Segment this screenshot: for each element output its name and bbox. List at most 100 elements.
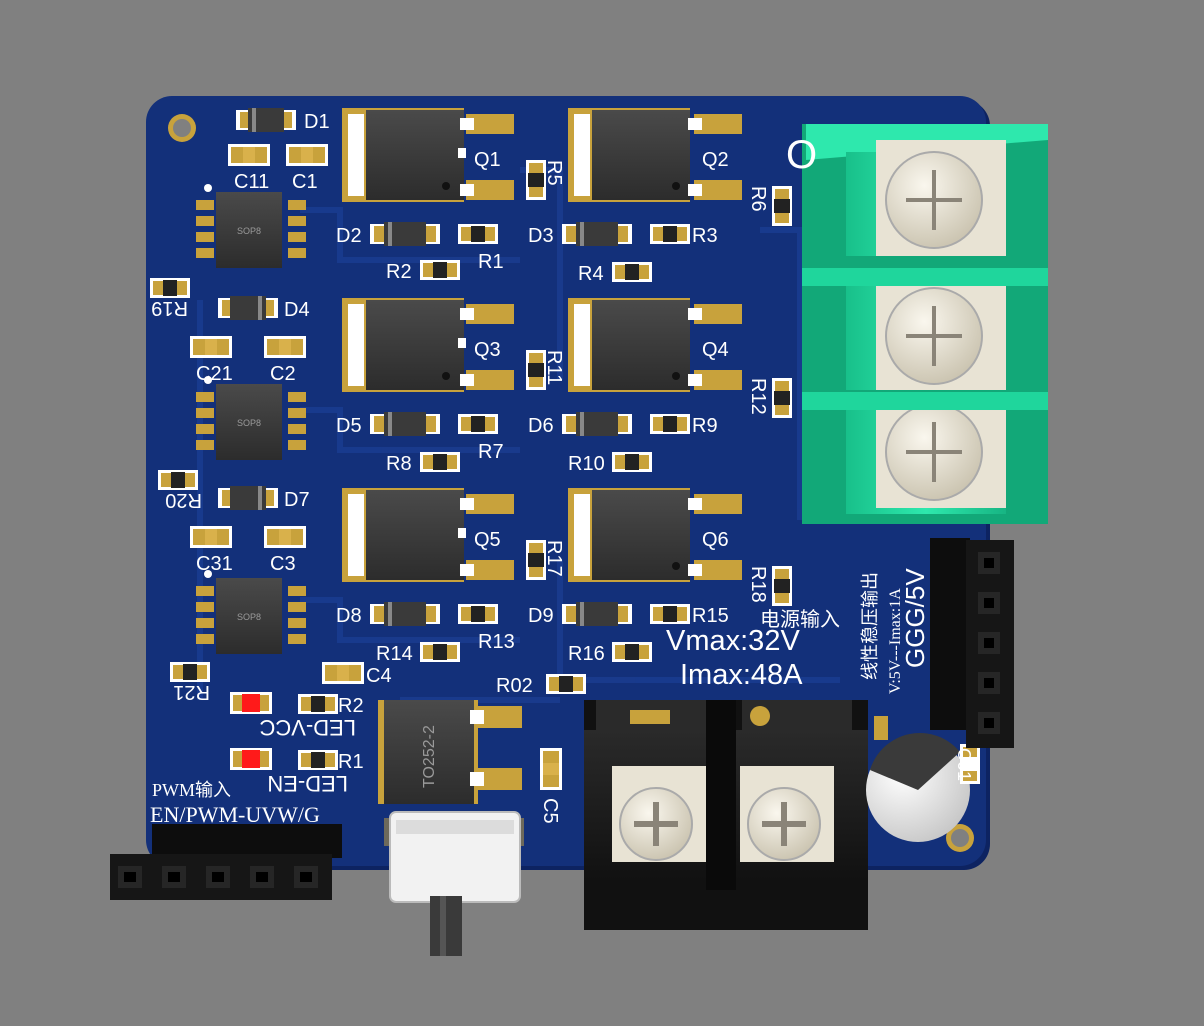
cap-c01: C01 xyxy=(954,744,980,784)
resistor-r20: R20 xyxy=(158,470,202,511)
regulator: TO252-2 xyxy=(378,700,522,804)
mosfet-label: Q4 xyxy=(702,339,729,361)
pwm-input: PWM输入 EN/PWM-UVW/G xyxy=(110,780,342,900)
output-terminal-label: O xyxy=(786,133,817,177)
power-input-terminal xyxy=(584,700,868,930)
diode-group: D1 D2 D3 D4 D5 D6 D7 xyxy=(218,108,632,627)
driver-u2: SOP8 xyxy=(196,376,306,460)
mosfet-label: Q2 xyxy=(702,149,729,171)
passive-group: R1 R2 R3 R4 R5 R6 R7 R8 xyxy=(150,144,792,824)
diode-d3: D3 xyxy=(528,222,632,247)
diode-label: D1 xyxy=(304,111,330,133)
resistor-label: R20 xyxy=(165,489,202,511)
pwm-input-title: PWM输入 xyxy=(152,780,231,800)
cap-label: C31 xyxy=(196,553,233,575)
resistor-r2-led: R2 xyxy=(298,694,364,717)
mosfet-q4: Q4 xyxy=(568,298,742,392)
diode-label: D5 xyxy=(336,415,362,437)
regulator-label: TO252-2 xyxy=(421,725,438,788)
mosfet-q5: Q5 xyxy=(342,488,514,582)
mosfet-q1: Q1 xyxy=(342,108,514,202)
resistor-label: R4 xyxy=(578,263,604,285)
linear-output-pins: GGG/5V xyxy=(900,568,930,668)
cap-label: C5 xyxy=(539,798,561,824)
linear-output-header[interactable] xyxy=(966,540,1014,748)
power-screw-1[interactable] xyxy=(612,766,706,862)
mosfet-q3: Q3 xyxy=(342,298,514,392)
resistor-r02: R02 xyxy=(496,674,586,697)
pwm-input-pins: EN/PWM-UVW/G xyxy=(150,802,320,827)
resistor-r7: R7 xyxy=(458,414,504,463)
linear-output: 线性稳压输出 V:5V---Imax:1A GGG/5V xyxy=(860,538,1014,748)
power-input-imax: Imax:48A xyxy=(680,659,803,691)
resistor-label: R17 xyxy=(543,540,565,577)
slide-switch[interactable] xyxy=(384,811,524,956)
diode-d6: D6 xyxy=(528,412,632,437)
cap-label: C4 xyxy=(366,665,392,687)
resistor-label: R8 xyxy=(386,453,412,475)
led-label: LED-VCC xyxy=(259,715,356,740)
resistor-r14: R14 xyxy=(376,642,460,665)
resistor-label: R7 xyxy=(478,441,504,463)
mosfet-label: Q1 xyxy=(474,149,501,171)
diode-label: D4 xyxy=(284,299,310,321)
output-screw-3[interactable] xyxy=(846,403,1006,514)
resistor-r18: R18 xyxy=(747,566,792,606)
driver-label: SOP8 xyxy=(237,418,261,428)
resistor-r4: R4 xyxy=(578,262,652,285)
diode-label: D8 xyxy=(336,605,362,627)
cap-label: C3 xyxy=(270,553,296,575)
resistor-r1: R1 xyxy=(458,224,504,273)
cap-label: C21 xyxy=(196,363,233,385)
cap-c21: C21 xyxy=(190,336,233,385)
mosfet-q2: Q2 xyxy=(568,108,742,202)
resistor-label: R6 xyxy=(747,186,769,212)
resistor-r9: R9 xyxy=(650,414,718,437)
output-terminal: O xyxy=(786,124,1048,524)
resistor-r10: R10 xyxy=(568,452,652,475)
cap-c11: C11 xyxy=(228,144,270,193)
resistor-r19: R19 xyxy=(150,278,190,319)
resistor-label: R16 xyxy=(568,643,605,665)
power-screw-2[interactable] xyxy=(740,766,834,862)
output-screw-1[interactable] xyxy=(846,140,1006,256)
diode-label: D7 xyxy=(284,489,310,511)
cap-c1: C1 xyxy=(286,144,328,193)
output-screw-2[interactable] xyxy=(846,274,1006,390)
resistor-label: R9 xyxy=(692,415,718,437)
linear-output-title: 线性稳压输出 xyxy=(860,572,880,680)
diode-d7: D7 xyxy=(218,486,310,511)
resistor-r1-led: R1 xyxy=(298,750,364,773)
resistor-label: R02 xyxy=(496,675,533,697)
diode-label: D2 xyxy=(336,225,362,247)
cap-label: C2 xyxy=(270,363,296,385)
resistor-r12: R12 xyxy=(747,378,792,418)
resistor-label: R13 xyxy=(478,631,515,653)
led-group: LED-VCC LED-EN xyxy=(230,692,356,796)
cap-label: C01 xyxy=(954,748,974,781)
cap-c2: C2 xyxy=(264,336,306,385)
resistor-label: R10 xyxy=(568,453,605,475)
mosfet-label: Q3 xyxy=(474,339,501,361)
resistor-r8: R8 xyxy=(386,452,460,475)
driver-label: SOP8 xyxy=(237,612,261,622)
resistor-label: R15 xyxy=(692,605,729,627)
power-input-vmax: Vmax:32V xyxy=(666,625,800,657)
driver-group: SOP8 SOP8 SOP8 xyxy=(196,184,306,654)
diode-d8: D8 xyxy=(336,602,440,627)
power-input-title: 电源输入 xyxy=(760,608,840,631)
resistor-r21: R21 xyxy=(170,662,210,703)
led-label: LED-EN xyxy=(267,771,348,796)
resistor-label: R12 xyxy=(747,378,769,415)
resistor-label: R21 xyxy=(173,681,210,703)
resistor-label: R11 xyxy=(543,350,565,385)
cap-label: C1 xyxy=(292,171,318,193)
power-input-silk: 电源输入 Vmax:32V Imax:48A xyxy=(666,608,840,691)
diode-d9: D9 xyxy=(528,602,632,627)
diode-d1: D1 xyxy=(236,108,330,133)
resistor-label: R14 xyxy=(376,643,413,665)
pwm-input-header[interactable] xyxy=(110,854,332,900)
resistor-label: R2 xyxy=(386,261,412,283)
driver-u1: SOP8 xyxy=(196,184,306,268)
led-vcc: LED-VCC xyxy=(230,692,356,740)
